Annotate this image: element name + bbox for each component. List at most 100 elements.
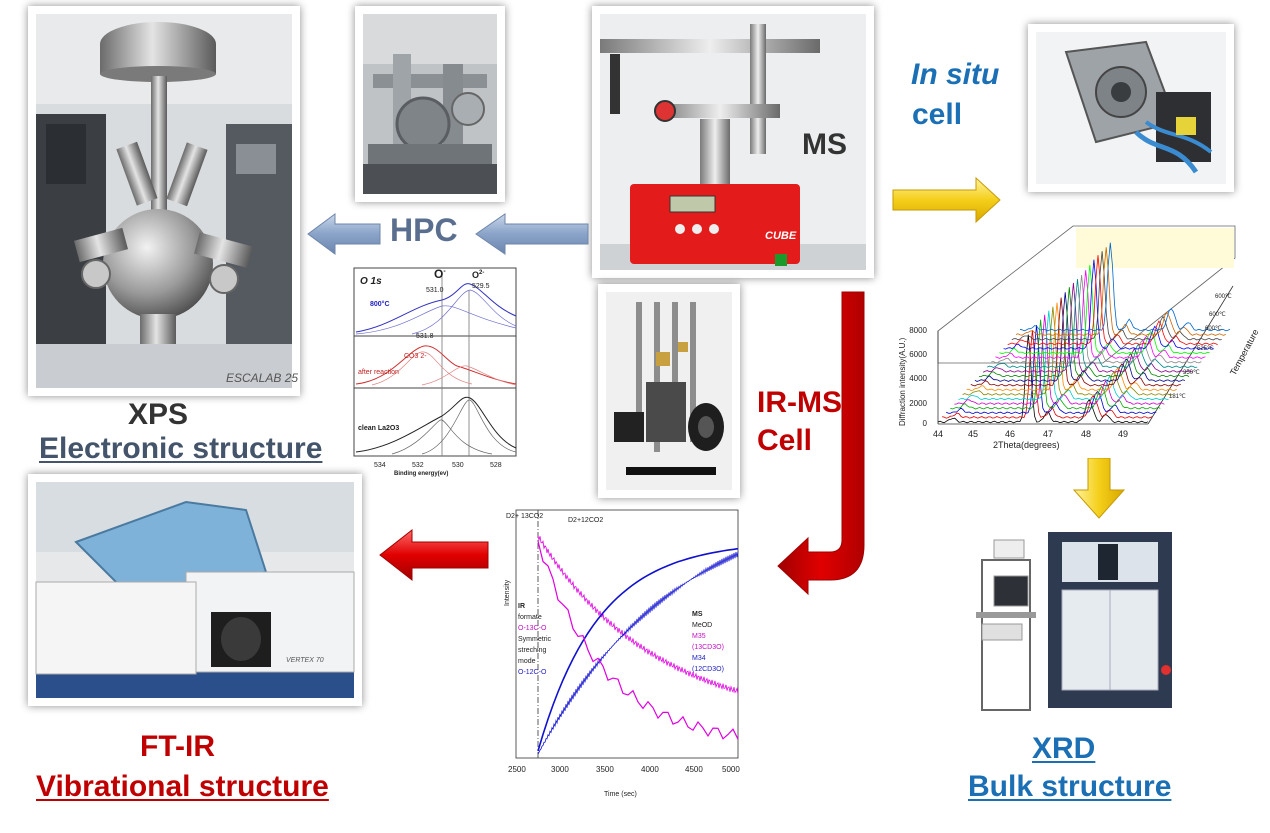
irms-ir-line-3: streching [518,647,547,654]
ftir-instrument-photo: VERTEX 70 [28,474,362,706]
xrd-trace [1011,251,1222,341]
arrow-ms-to-insitu [892,176,1001,224]
xrd-trace [946,324,1157,415]
xps-peak-left-value: 531.0 [426,287,444,294]
in-situ-cell-photo [1028,24,1234,192]
arrow-irms-to-ftir [379,528,489,582]
xrd-ytick-0: 0 [923,419,928,428]
xrd-trace [966,302,1177,392]
irms-ms-m34-series [537,551,739,755]
xps-subtitle: Electronic structure [39,432,323,465]
in-situ-cell-label: cell [912,98,963,131]
xrd-label: XRD [1032,732,1096,765]
mass-spectrometer-image: CUBE [600,14,866,270]
irms-ms-line-0: MeOD [692,622,712,629]
xrd-zlabel: Temperature [1228,328,1261,377]
ftir-label: FT-IR [140,730,215,763]
ftir-subtitle: Vibrational structure [36,770,329,803]
irms-ir-line-2: Symmetric [518,636,552,643]
irms-ms-line-1: M35 [692,633,706,640]
irms-label-line2: Cell [757,424,813,457]
xps-o1s-plot: O 1s O- O2- 531.0 529.5 800°C 531.8 CO3 … [352,266,524,478]
irms-ir-line-1: O-13C-O [518,625,547,632]
xps-o1s-svg: O 1s O- O2- 531.0 529.5 800°C 531.8 CO3 … [353,267,517,477]
irms-time-svg: D2+ 13CO2 D2+12CO2 Intensity IR formate … [504,509,740,798]
irms-cell-photo [598,284,740,498]
ms-photo: CUBE [592,6,874,278]
xrd-trace [995,270,1206,359]
xrd-trace [950,319,1161,410]
irms-xtick-1: 3000 [551,765,569,774]
xps-peak-right: O2- [472,270,484,280]
xrd-temp-4: 350℃ [1183,370,1200,376]
xrd-instrument-image [958,520,1190,716]
hpc-photo [355,6,505,202]
hpc-chamber-image [363,14,497,194]
xrd-ytick-3: 6000 [909,350,927,359]
xps-xtick-3: 528 [490,462,502,469]
irms-xtick-2: 3500 [596,765,614,774]
in-situ-cell-image [1036,32,1226,184]
xrd-temp-5: 181℃ [1169,394,1186,400]
arrow-ms-to-irms [777,291,865,596]
xps-peak-right-value: 529.5 [472,283,490,290]
xrd-trace [962,306,1173,396]
irms-ms-line-2: (13CD3O) [692,644,724,651]
xrd-trace [1019,242,1231,332]
xrd-ytick-2: 4000 [909,374,927,383]
irms-cell-image [606,292,732,490]
xps-plot-title: O 1s [360,276,382,287]
irms-xtick-0: 2500 [508,765,526,774]
irms-xtick-5: 5000 [722,765,740,774]
xrd-xtick-1: 45 [968,429,978,439]
xps-label: XPS [128,398,189,431]
xrd-instrument-photo [958,520,1190,716]
irms-ir-o12co-series [537,547,739,752]
vertex-text: VERTEX 70 [286,657,324,664]
xrd-trace [942,330,1153,419]
xrd-temp-0: 600℃ [1215,294,1232,300]
xrd-xtick-2: 46 [1005,429,1015,439]
xrd-trace [991,274,1202,364]
xps-instrument-image: ESCALAB 25 [36,14,298,388]
xrd-xtick-3: 47 [1043,429,1053,439]
irms-label-line1: IR-MS [757,386,842,419]
irms-ms-m35-series [537,535,739,695]
irms-ms-line-3: M34 [692,655,706,662]
xrd-trace [999,264,1210,355]
irms-ir-o13co-series [537,540,739,740]
xrd-trace [1015,247,1227,336]
irms-label-d2-12: D2+12CO2 [568,517,603,524]
irms-ir-line-0: formate [518,614,542,621]
xrd-trace [974,292,1186,382]
xps-peak-left: O- [434,267,446,281]
irms-ir-line-5: O-12C-O [518,669,547,676]
xps-cond-after-reaction: after reaction [358,369,399,376]
xrd-trace [987,278,1198,369]
xps-xtick-2: 530 [452,462,464,469]
xps-xlabel: Binding energy(ev) [394,471,448,477]
irms-label-d2-13: D2+ 13CO2 [506,513,543,520]
cube-text: CUBE [765,230,797,242]
arrow-hpc-to-xps [307,213,381,255]
xrd-temp-1: 600℃ [1209,312,1226,318]
xrd-xlabel: 2Theta(degrees) [993,440,1060,450]
xps-carbonate-value: 531.8 [416,333,434,340]
xrd-plot: 0 2000 4000 6000 8000 44 45 46 47 48 49 … [893,225,1267,458]
irms-ms-line-4: (12CD3O) [692,666,724,673]
ms-label: MS [802,128,847,161]
xps-instrument-photo: ESCALAB 25 [28,6,300,396]
irms-xlabel: Time (sec) [604,791,637,798]
irms-ir-line-4: mode [518,658,536,665]
irms-xtick-3: 4000 [641,765,659,774]
irms-ir-title: IR [518,603,525,610]
xrd-trace [970,297,1181,387]
xrd-trace [937,334,1149,424]
irms-ms-title: MS [692,611,703,618]
xrd-temp-3: 525℃ [1197,346,1214,352]
irms-ylabel: Intensity [504,579,511,606]
hpc-label: HPC [390,212,458,248]
xrd-temp-2: 600℃ [1205,326,1222,332]
xrd-ytick-4: 8000 [909,326,927,335]
